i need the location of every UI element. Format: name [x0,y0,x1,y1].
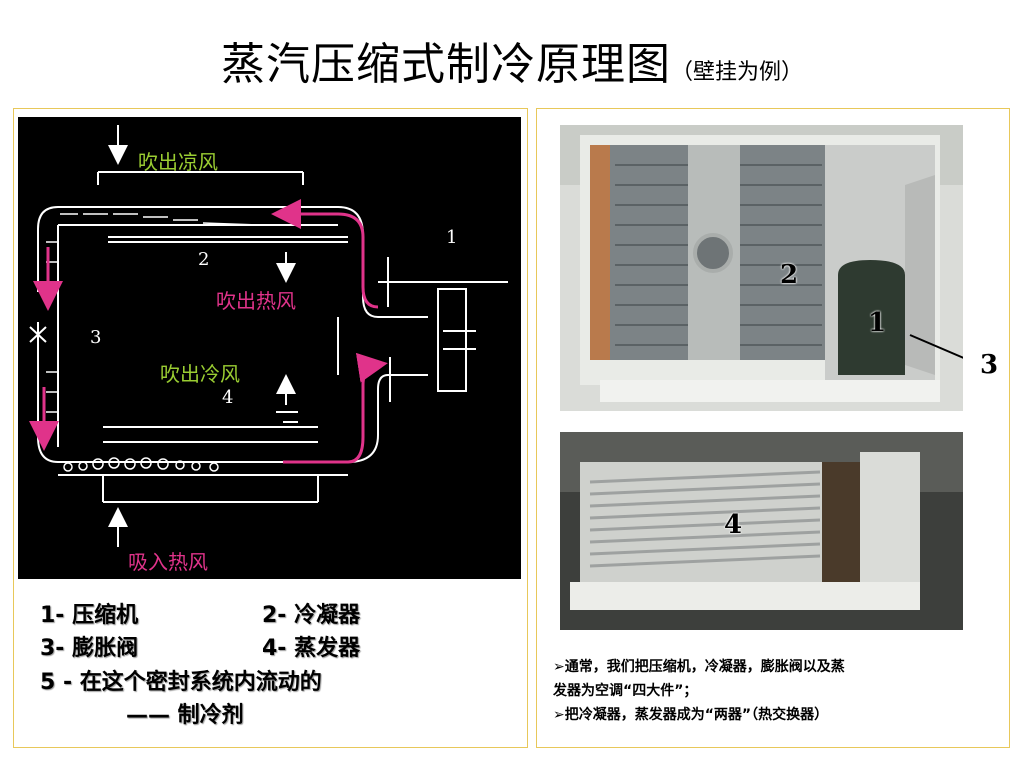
air-arrows [118,125,286,547]
evaporator-tubes [64,458,218,471]
label-hot-air-in: 吸入热风 [128,550,208,574]
indoor-unit-photo [560,432,963,630]
pipework [30,172,508,502]
legend-refrigerant-line1: 5 - 在这个密封系统内流动的 [40,664,322,696]
photo-label-4: 4 [724,510,742,540]
photo-label-2: 2 [780,260,798,290]
title-sub: （壁挂为例） [671,60,803,85]
diagram-number-4: 4 [222,387,233,408]
diagram-number-3: 3 [90,327,101,348]
note-line-2: 发器为空调“四大件”； [553,680,993,702]
diagram-number-1: 1 [446,227,457,248]
photo-label-1: 1 [868,308,886,338]
legend-evaporator: 4- 蒸发器 [262,630,360,662]
note-line-3: ➢把冷凝器，蒸发器成为“两器”（热交换器） [553,704,993,726]
diagram-svg: 2 1 3 4 吹出凉风 吹出热风 吹出冷风 吸入热风 [18,117,521,579]
diagram-number-2: 2 [198,249,209,270]
legend-condenser: 2- 冷凝器 [262,597,360,629]
label-hot-air-out: 吹出热风 [216,289,296,313]
legend-compressor: 1- 压缩机 [40,597,138,629]
refrigeration-diagram: 2 1 3 4 吹出凉风 吹出热风 吹出冷风 吸入热风 [18,117,521,579]
note-line-1: ➢通常，我们把压缩机，冷凝器，膨胀阀以及蒸 [553,656,993,678]
label-cool-air: 吹出凉风 [138,150,218,174]
legend-expansion-valve: 3- 膨胀阀 [40,630,138,662]
outdoor-unit-photo [560,125,963,411]
label-cold-air: 吹出冷风 [160,362,240,386]
photo-label-3: 3 [980,350,998,380]
diagram-labels: 吹出凉风 吹出热风 吹出冷风 吸入热风 [128,150,296,574]
page-title: 蒸汽压缩式制冷原理图（壁挂为例） [0,28,1024,92]
title-main: 蒸汽压缩式制冷原理图 [221,39,671,90]
legend-refrigerant-line2: —— 制冷剂 [126,697,244,729]
